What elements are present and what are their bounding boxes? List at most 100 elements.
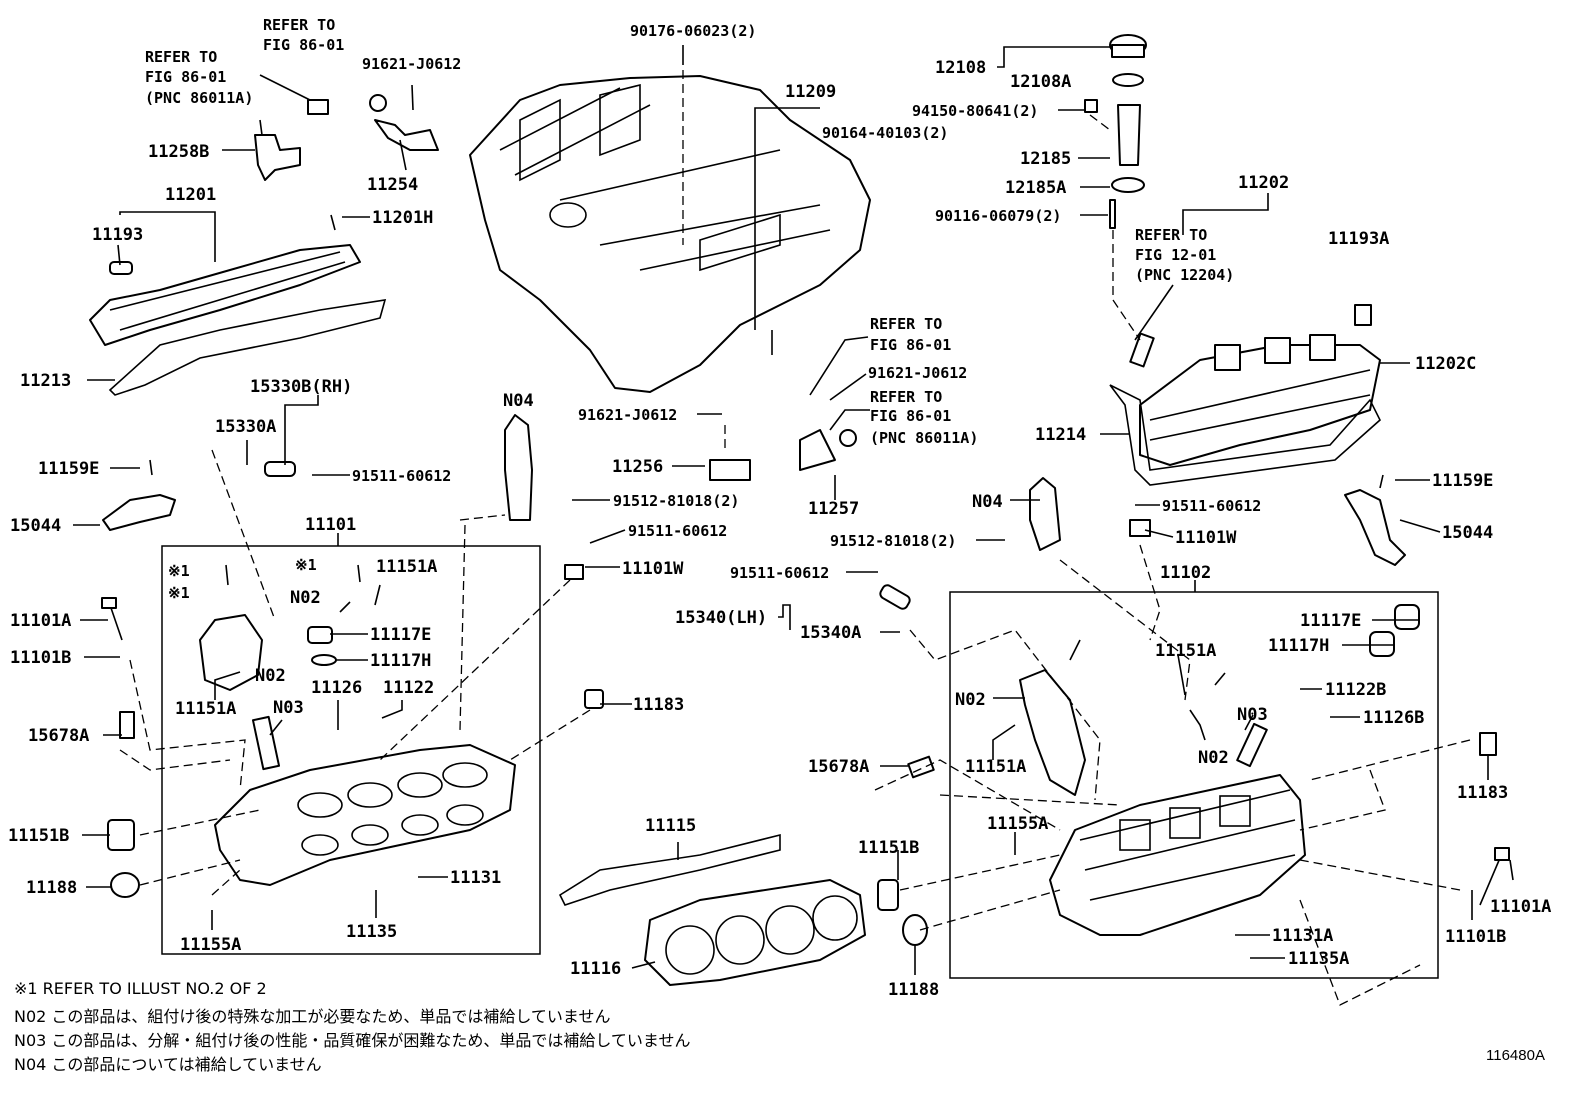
label-11155a-left: 11155A [180, 935, 241, 955]
label-11116: 11116 [570, 959, 621, 979]
label-12108a: 12108A [1010, 72, 1071, 92]
label-11155a-right: 11155A [987, 814, 1048, 834]
footnotes: ※1 REFER TO ILLUST NO.2 OF 2 N02 この部品は、組… [14, 979, 1545, 1074]
label-11256: 11256 [612, 457, 663, 477]
note-n04: N04 この部品については補給していません [14, 1055, 322, 1074]
label-n02-2: N02 [255, 666, 286, 686]
label-91512-81018-a: 91512-81018(2) [613, 492, 739, 510]
label-11159e-right: 11159E [1432, 471, 1493, 491]
left-head-cover-gasket-shape [108, 299, 387, 396]
label-15678a-left: 15678A [28, 726, 89, 746]
label-11131a: 11131A [1272, 926, 1333, 946]
label-n02-right-2: N02 [1198, 748, 1229, 768]
note-n02: N02 この部品は、組付け後の特殊な加工が必要なため、単品では補給していません [14, 1007, 610, 1026]
label-refer-fig-8601-a2: FIG 86-01 [263, 36, 344, 54]
right-head-cover-shape [1139, 334, 1381, 466]
label-15044-right: 15044 [1442, 523, 1493, 543]
label-11201h: 11201H [372, 208, 433, 228]
label-15330a: 15330A [215, 417, 276, 437]
label-refer-e2: FIG 12-01 [1135, 246, 1216, 264]
label-11183-right: 11183 [1457, 783, 1508, 803]
label-11126b: 11126B [1363, 708, 1424, 728]
label-refer-d1: REFER TO [870, 388, 942, 406]
label-11115: 11115 [645, 816, 696, 836]
label-11151a-right-2: 11151A [965, 757, 1026, 777]
label-11151b-left: 11151B [8, 826, 69, 846]
label-11214: 11214 [1035, 425, 1086, 445]
label-11151b-right: 11151B [858, 838, 919, 858]
label-n04-right: N04 [972, 492, 1003, 512]
label-11257: 11257 [808, 499, 859, 519]
label-refer-c2: FIG 86-01 [870, 336, 951, 354]
label-91621-j0612-b: 91621-J0612 [578, 406, 677, 424]
left-head-cover-shape [89, 244, 361, 346]
label-11101b-right: 11101B [1445, 927, 1506, 947]
note-n03: N03 この部品は、分解・組付け後の性能・品質確保が困難なため、単品では補給して… [14, 1031, 690, 1050]
left-head-group-box [161, 545, 541, 955]
label-12108: 12108 [935, 58, 986, 78]
label-11159e-left: 11159E [38, 459, 99, 479]
head-gasket-shape [644, 879, 866, 986]
label-12185a: 12185A [1005, 178, 1066, 198]
label-11202c: 11202C [1415, 354, 1476, 374]
label-n04-left: N04 [503, 391, 534, 411]
label-90116-06079: 90116-06079(2) [935, 207, 1061, 225]
label-91511-60612-b: 91511-60612 [628, 522, 727, 540]
label-refer-e1: REFER TO [1135, 226, 1207, 244]
label-11202: 11202 [1238, 173, 1289, 193]
label-11131: 11131 [450, 868, 501, 888]
label-15678a-right: 15678A [808, 757, 869, 777]
label-11117e-right: 11117E [1300, 611, 1361, 631]
label-90176-06023: 90176-06023(2) [630, 22, 756, 40]
figure-id: 116480A [1486, 1047, 1545, 1064]
label-note-mark-c: ※1 [295, 556, 317, 574]
note-refer-illust: ※1 REFER TO ILLUST NO.2 OF 2 [14, 979, 267, 998]
bolts [101, 119, 1510, 906]
left-cam-housing-shape [199, 614, 263, 691]
label-11201: 11201 [165, 185, 216, 205]
label-11101w-right: 11101W [1175, 528, 1237, 548]
label-11135: 11135 [346, 922, 397, 942]
label-11188-left: 11188 [26, 878, 77, 898]
small-parts [102, 94, 1497, 946]
label-note-mark-a: ※1 [168, 562, 190, 580]
label-note-mark-b: ※1 [168, 584, 190, 602]
dashed-alignment-lines [119, 70, 1471, 1006]
label-11193a: 11193A [1328, 229, 1389, 249]
label-15340-lh: 15340(LH) [675, 608, 767, 628]
label-15340a: 15340A [800, 623, 861, 643]
label-11151a-2: 11151A [175, 699, 236, 719]
label-91621-j0612-a: 91621-J0612 [362, 55, 461, 73]
right-head-cover-gasket-shape [1109, 384, 1381, 486]
label-11183-left: 11183 [633, 695, 684, 715]
label-90164-40103: 90164-40103(2) [822, 124, 948, 142]
label-n02-1: N02 [290, 588, 321, 608]
label-n03-left: N03 [273, 698, 304, 718]
label-11122: 11122 [383, 678, 434, 698]
label-11101w-left: 11101W [622, 559, 684, 579]
label-refer-fig-8601-b3: (PNC 86011A) [145, 89, 253, 107]
label-11209: 11209 [785, 82, 836, 102]
label-11101a-right: 11101A [1490, 897, 1551, 917]
label-15044-left: 15044 [10, 516, 61, 536]
label-refer-d2: FIG 86-01 [870, 407, 951, 425]
right-head-group-box [949, 591, 1439, 979]
label-refer-e3: (PNC 12204) [1135, 266, 1234, 284]
label-n02-right-1: N02 [955, 690, 986, 710]
label-11101b-left: 11101B [10, 648, 71, 668]
label-refer-fig-8601-b2: FIG 86-01 [145, 68, 226, 86]
label-11102: 11102 [1160, 563, 1211, 583]
label-refer-fig-8601-b1: REFER TO [145, 48, 217, 66]
label-11117e-left: 11117E [370, 625, 431, 645]
label-11258b: 11258B [148, 142, 209, 162]
label-11151a-right: 11151A [1155, 641, 1216, 661]
engine-cover-shape [469, 75, 871, 393]
label-11188-right: 11188 [888, 980, 939, 1000]
label-11117h-right: 11117H [1268, 636, 1329, 656]
label-11151a-1: 11151A [376, 557, 437, 577]
label-11213: 11213 [20, 371, 71, 391]
label-11122b: 11122B [1325, 680, 1386, 700]
left-cylinder-head-shape [214, 744, 516, 886]
label-15330b: 15330B(RH) [250, 377, 352, 397]
label-11135a: 11135A [1288, 949, 1349, 969]
